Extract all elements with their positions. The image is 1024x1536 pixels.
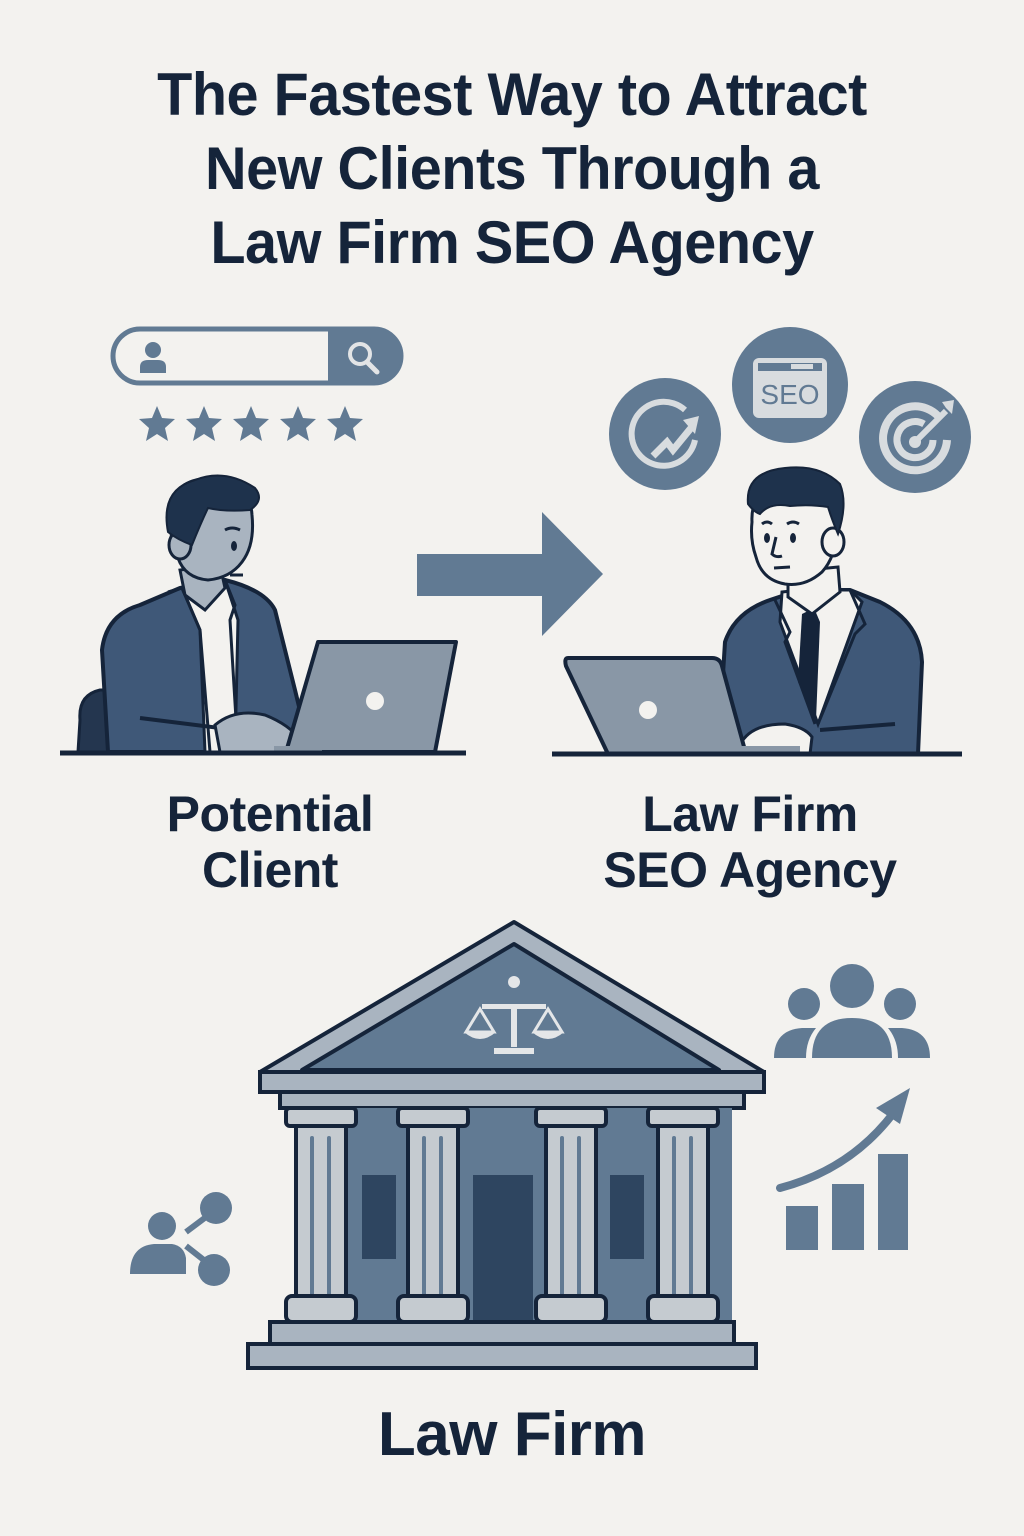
user-icon (140, 342, 166, 373)
seo-browser-icon: SEO (732, 327, 848, 443)
target-icon (859, 381, 971, 493)
scales-of-justice-icon (463, 976, 565, 1054)
seo-text: SEO (760, 379, 819, 410)
arrow-right-icon (417, 512, 603, 636)
star-icon (280, 406, 316, 441)
title-line-3: Law Firm SEO Agency (210, 209, 814, 276)
growth-cycle-icon (609, 378, 721, 490)
star-icon (139, 406, 175, 441)
growth-chart-icon (776, 1088, 910, 1250)
potential-client-illustration (60, 474, 466, 756)
group-icon (774, 964, 930, 1058)
seo-agency-illustration (552, 466, 962, 757)
potential-client-label: Potential Client (166, 786, 374, 898)
star-icon (327, 406, 363, 441)
search-bar (110, 326, 404, 386)
law-firm-label: Law Firm (377, 1400, 647, 1469)
page-title: The Fastest Way to Attract New Clients T… (20, 58, 1003, 280)
title-line-1: The Fastest Way to Attract (157, 61, 867, 128)
title-line-2: New Clients Through a (205, 135, 819, 202)
share-network-icon (130, 1192, 232, 1286)
courthouse-icon (246, 920, 766, 1370)
seo-agency-label: Law Firm SEO Agency (603, 786, 897, 898)
rating-stars (139, 406, 363, 441)
star-icon (186, 406, 222, 441)
search-icon (348, 342, 380, 375)
star-icon (233, 406, 269, 441)
